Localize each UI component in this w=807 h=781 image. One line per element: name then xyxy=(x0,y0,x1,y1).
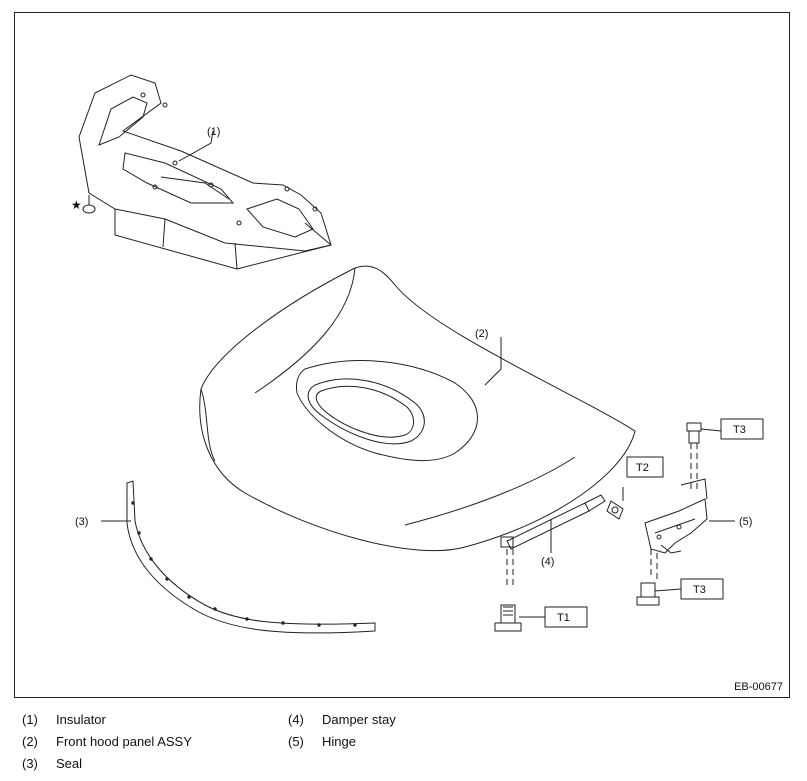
damper-stay-part xyxy=(494,494,606,632)
legend-text: Front hood panel ASSY xyxy=(56,734,192,749)
callout-5: (5) xyxy=(739,516,752,528)
legend-number: (3) xyxy=(22,756,38,771)
insulator-part xyxy=(78,74,332,270)
leader-t3a xyxy=(700,428,722,432)
legend-text: Damper stay xyxy=(322,712,396,727)
legend-item: (2) Front hood panel ASSY xyxy=(22,734,192,749)
leader-2 xyxy=(484,337,502,386)
diagram-frame: (1) (2) (3) (4) (5) T1 T2 T3 T3 ★ EB-006… xyxy=(14,12,790,698)
callout-1: (1) xyxy=(207,126,220,138)
legend-number: (4) xyxy=(288,712,304,727)
legend-text: Hinge xyxy=(322,734,356,749)
torque-box-t3a xyxy=(720,418,764,440)
legend-item: (5) Hinge xyxy=(288,734,356,749)
torque-box-t3b xyxy=(680,578,724,600)
legend-item: (3) Seal xyxy=(22,756,82,771)
legend-text: Insulator xyxy=(56,712,106,727)
torque-box-t1 xyxy=(544,606,588,628)
nut-t2 xyxy=(606,487,624,520)
callout-2: (2) xyxy=(475,328,488,340)
legend-item: (4) Damper stay xyxy=(288,712,396,727)
torque-label-t2: T2 xyxy=(636,462,649,474)
torque-box-t2 xyxy=(626,456,664,478)
leader-t3b xyxy=(654,588,682,592)
legend-number: (2) xyxy=(22,734,38,749)
hinge-part xyxy=(636,422,708,606)
legend-number: (1) xyxy=(22,712,38,727)
seal-part xyxy=(126,480,376,634)
legend-number: (5) xyxy=(288,734,304,749)
exploded-view-drawing: (1) (2) (3) (4) (5) T1 T2 T3 T3 ★ xyxy=(71,74,764,634)
torque-label-t3b: T3 xyxy=(693,584,706,596)
torque-label-t1: T1 xyxy=(557,612,570,624)
figure-code: EB-00677 xyxy=(734,681,783,693)
legend-item: (1) Insulator xyxy=(22,712,106,727)
leader-1 xyxy=(178,130,214,162)
star-mark: ★ xyxy=(71,198,82,212)
callout-4: (4) xyxy=(541,556,554,568)
torque-label-t3a: T3 xyxy=(733,424,746,436)
front-hood-panel xyxy=(199,265,636,552)
legend-text: Seal xyxy=(56,756,83,771)
callout-3: (3) xyxy=(75,516,88,528)
parts-legend: (1) Insulator (2) Front hood panel ASSY (3… xyxy=(22,712,782,778)
